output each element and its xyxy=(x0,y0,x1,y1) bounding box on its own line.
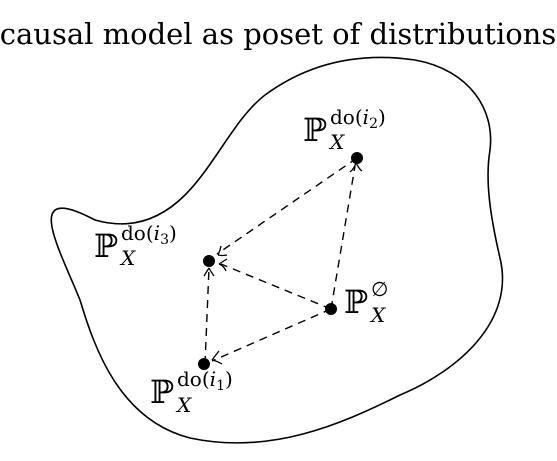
label-do-i3-sub: X xyxy=(119,246,136,270)
label-do-i1-main: ℙ xyxy=(150,373,174,411)
causal-model-region xyxy=(50,56,504,444)
node-do-i1 xyxy=(198,358,210,370)
label-do-i3-main: ℙ xyxy=(94,227,118,265)
label-do-i1-sup-prefix: do( xyxy=(177,367,210,391)
node-do-i2 xyxy=(351,152,363,164)
label-do-i2-sup: do(i2) xyxy=(330,105,386,132)
label-do-i1-sub: X xyxy=(175,393,192,417)
node-do-i3 xyxy=(203,255,215,267)
label-do-i2-sup-var: i xyxy=(363,105,369,129)
label-do-i3-sup-index: 3 xyxy=(160,232,169,248)
edge-observational-to-do-i2 xyxy=(330,165,356,310)
label-do-i1-sup-var: i xyxy=(210,367,216,391)
arrowhead-at-do-i3-from-do-i1 xyxy=(203,267,215,277)
label-do-i2-sup-prefix: do( xyxy=(330,105,363,129)
label-do-i2-main: ℙ xyxy=(303,111,327,149)
label-do-i2-sub: X xyxy=(328,130,345,154)
label-do-i2-sup-suffix: ) xyxy=(378,105,386,129)
label-observational-sub: X xyxy=(369,303,386,327)
arrowhead-at-do-i1 xyxy=(211,350,223,365)
label-do-i2: ℙ do(i2) X xyxy=(303,105,386,154)
node-observational xyxy=(325,303,337,315)
arrowhead-at-do-i3-from-do-i2 xyxy=(217,245,228,257)
label-do-i1-sup: do(i1) xyxy=(177,367,233,394)
label-do-i3-sup-suffix: ) xyxy=(169,221,177,245)
label-do-i1-sup-suffix: ) xyxy=(225,367,233,391)
label-do-i1-sup-index: 1 xyxy=(216,378,225,394)
label-do-i3-sup-prefix: do( xyxy=(121,221,154,245)
label-observational: ℙ ∅ X xyxy=(344,277,388,327)
edge-do-i2-to-do-i3 xyxy=(216,157,358,255)
edge-do-i1-to-do-i3 xyxy=(204,267,210,365)
label-do-i2-sup-index: 2 xyxy=(369,116,378,132)
diagram-title: causal model as poset of distributions xyxy=(0,17,556,51)
label-do-i3-sup: do(i3) xyxy=(121,221,177,248)
label-do-i1: ℙ do(i1) X xyxy=(150,367,233,417)
label-do-i3-sup-var: i xyxy=(154,221,160,245)
label-do-i3: ℙ do(i3) X xyxy=(94,221,177,270)
edge-observational-to-do-i3 xyxy=(220,263,332,310)
edge-observational-to-do-i1 xyxy=(211,308,332,362)
arrowhead-at-do-i3-from-observational xyxy=(218,258,228,272)
label-observational-main: ℙ xyxy=(344,283,368,321)
label-observational-sup: ∅ xyxy=(371,277,388,301)
